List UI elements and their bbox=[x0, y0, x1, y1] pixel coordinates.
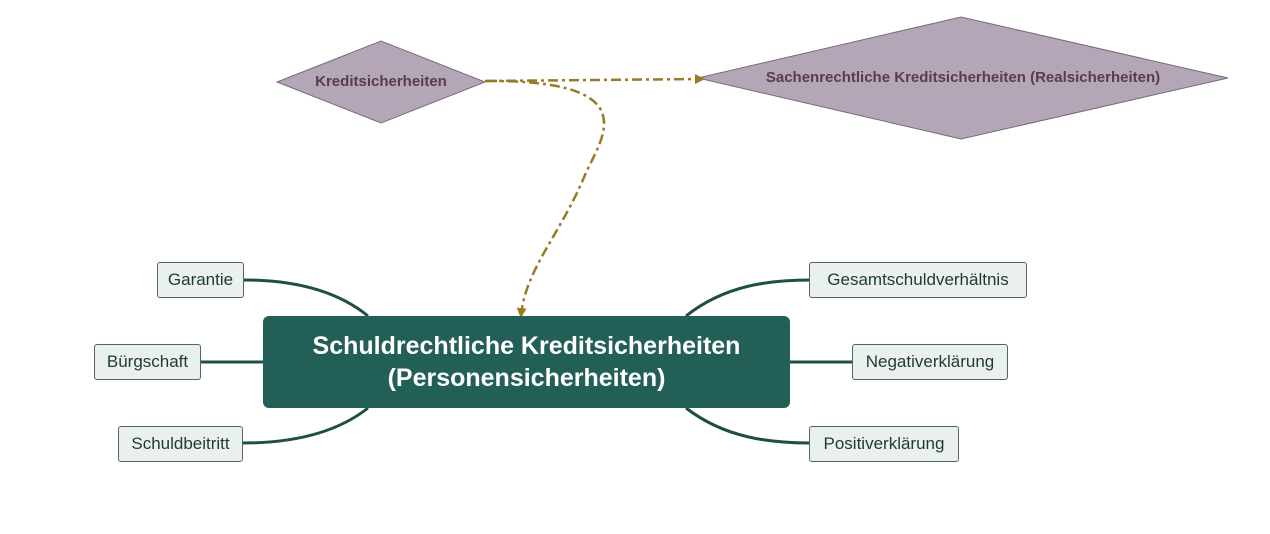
diamond-sachenrechtliche[interactable] bbox=[697, 16, 1229, 140]
branch-line-gesamtschuld bbox=[685, 278, 811, 318]
relation-arrow-to-schuldrechtliche bbox=[486, 79, 606, 318]
diamond-kreditsicherheiten[interactable] bbox=[275, 40, 487, 124]
topic-garantie[interactable]: Garantie bbox=[157, 262, 244, 298]
topic-buergschaft[interactable]: Bürgschaft bbox=[94, 344, 201, 380]
label-kreditsicherheiten: Kreditsicherheiten bbox=[315, 73, 447, 90]
topic-positiverklaerung[interactable]: Positiverklärung bbox=[809, 426, 959, 462]
central-topic[interactable]: Schuldrechtliche Kreditsicherheiten (Per… bbox=[263, 316, 790, 408]
label-sachenrechtliche: Sachenrechtliche Kreditsicherheiten (Rea… bbox=[765, 69, 1161, 86]
branch-line-garantie bbox=[243, 278, 369, 318]
branch-line-positiv bbox=[685, 406, 811, 445]
relation-arrow-to-sachenrechtliche bbox=[484, 74, 705, 85]
topic-negativerklaerung[interactable]: Negativerklärung bbox=[852, 344, 1008, 380]
topic-gesamtschuldverhaeltnis[interactable]: Gesamtschuldverhältnis bbox=[809, 262, 1027, 298]
central-topic-line2: (Personensicherheiten) bbox=[387, 364, 666, 392]
topic-schuldbeitritt[interactable]: Schuldbeitritt bbox=[118, 426, 243, 462]
branch-line-schuldbeitritt bbox=[242, 406, 369, 445]
central-topic-line1: Schuldrechtliche Kreditsicherheiten bbox=[312, 332, 741, 360]
